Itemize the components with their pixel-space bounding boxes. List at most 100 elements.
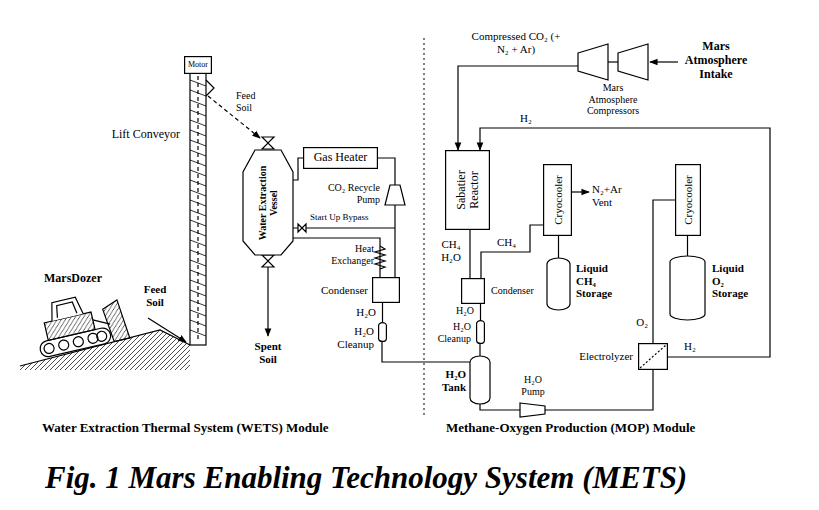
node-outline xyxy=(373,278,400,303)
node-outline xyxy=(304,148,378,169)
node-label: Sabatier Reactor xyxy=(454,155,480,225)
conveyor-flight xyxy=(190,80,206,86)
node-label: H₂O Pump xyxy=(514,374,552,397)
diagram-label: Lift Conveyor xyxy=(100,128,180,142)
node-outline xyxy=(379,323,387,342)
conveyor-flight xyxy=(190,120,206,126)
cleanup-cylinder: H₂O Cleanup xyxy=(476,320,485,344)
flow-label: CH₄ xyxy=(497,236,519,249)
node-outline xyxy=(185,57,212,74)
node-shape xyxy=(372,277,400,303)
reactor-box: Sabatier Reactor xyxy=(445,150,490,230)
conveyor-flight xyxy=(190,130,206,136)
pump-symbol: H₂O Pump xyxy=(520,403,545,417)
flow-line xyxy=(545,370,653,410)
heater-box: Gas Heater xyxy=(303,147,378,169)
node-label: H₂O Tank xyxy=(426,368,466,393)
node-label: H₂O Cleanup xyxy=(427,321,471,344)
conveyor-flight xyxy=(190,200,206,206)
flow-line xyxy=(293,238,380,277)
flow-line xyxy=(293,158,303,180)
conveyor-flight xyxy=(190,110,206,116)
node-outline xyxy=(477,321,485,344)
node-shape xyxy=(378,322,387,342)
valve-symbol xyxy=(262,255,274,267)
conveyor-flight xyxy=(190,270,206,276)
node-label: Liquid O₂ Storage xyxy=(712,262,758,300)
node-outline xyxy=(639,344,668,370)
diagram-label: N₂+Ar Vent xyxy=(592,183,632,208)
flow-line xyxy=(687,236,688,256)
conveyor-flight xyxy=(190,290,206,296)
electrolyzer-box: Electrolyzer xyxy=(638,343,668,370)
water-tank: H₂O Tank xyxy=(470,356,490,404)
node-shape xyxy=(461,278,485,304)
conveyor-flight xyxy=(190,320,206,326)
valve-symbol xyxy=(262,137,274,149)
node-outline xyxy=(670,256,705,320)
flow-line xyxy=(479,344,480,356)
conveyor-flight xyxy=(190,150,206,156)
pump-symbol: CO₂ Recycle Pump xyxy=(385,185,405,205)
storage-tank: Liquid O₂ Storage xyxy=(670,256,705,320)
node-outline xyxy=(470,356,490,404)
diagram-label: MarsDozer xyxy=(44,272,134,286)
cryocooler-box: Cryocooler xyxy=(675,164,701,236)
node-label: Cryocooler xyxy=(551,168,563,232)
spent-soil-line xyxy=(267,267,268,336)
conveyor-flight xyxy=(190,210,206,216)
node-label: H₂O Cleanup xyxy=(331,325,374,350)
cryocooler-box: Cryocooler xyxy=(543,164,572,236)
condenser-box: Condenser xyxy=(372,277,400,303)
node-label: Cryocooler xyxy=(682,168,694,232)
diagram-label: Feed Soil xyxy=(136,283,174,308)
flow-line xyxy=(382,303,383,322)
conveyor-flight xyxy=(190,180,206,186)
flow-line xyxy=(382,342,470,362)
feed-chute xyxy=(208,96,260,138)
node-shape xyxy=(385,185,405,205)
conveyor-flight xyxy=(190,240,206,246)
diagram-label: Heat Exchanger xyxy=(320,243,374,266)
intake-arrow xyxy=(650,61,678,62)
flow-line xyxy=(378,158,395,185)
flow-label: H₂ xyxy=(520,112,540,125)
node-shape xyxy=(638,343,668,370)
dozer-illustration xyxy=(20,287,190,370)
diagram-label: Start Up Bypass xyxy=(310,212,369,222)
node-label: Gas Heater xyxy=(314,151,368,165)
diagram-label: Feed Soil xyxy=(236,90,268,113)
storage-tank: Liquid CH₄ Storage xyxy=(547,258,570,310)
flow-line xyxy=(469,230,470,278)
node-label: Motor xyxy=(188,60,208,69)
flow-line xyxy=(394,205,395,277)
flow-label: H₂O xyxy=(350,306,376,319)
flow-line xyxy=(558,236,559,258)
conveyor-flight xyxy=(190,260,206,266)
diagram-label: H₂ xyxy=(684,340,702,353)
node-shape xyxy=(470,356,490,404)
node-outline xyxy=(446,151,490,230)
diagram-label: Mars Atmosphere Intake xyxy=(676,40,756,81)
conveyor-flight xyxy=(190,170,206,176)
figure-caption: Fig. 1 Mars Enabling Technology System (… xyxy=(45,460,687,496)
flow-line xyxy=(480,128,770,357)
node-outline xyxy=(520,403,545,417)
flow-line xyxy=(480,304,481,320)
flow-label: Compressed CO₂ (+ N₂ + Ar) xyxy=(466,30,566,55)
node-outline xyxy=(385,185,405,205)
node-outline xyxy=(462,279,485,304)
conveyor-flight xyxy=(190,280,206,286)
flow-label: O₂ xyxy=(628,316,648,329)
node-label: Liquid CH₄ Storage xyxy=(576,262,620,300)
node-shape xyxy=(547,258,570,310)
conveyor-flight xyxy=(190,90,206,96)
conveyor-flight xyxy=(190,140,206,146)
node-outline xyxy=(243,150,293,255)
flow-line xyxy=(481,225,543,278)
node-outline xyxy=(544,165,572,236)
compressor-symbol: Mars Atmosphere Compressors xyxy=(578,44,648,80)
node-label: Condenser xyxy=(491,285,551,297)
conveyor-flight xyxy=(190,230,206,236)
flow-line xyxy=(480,404,520,410)
